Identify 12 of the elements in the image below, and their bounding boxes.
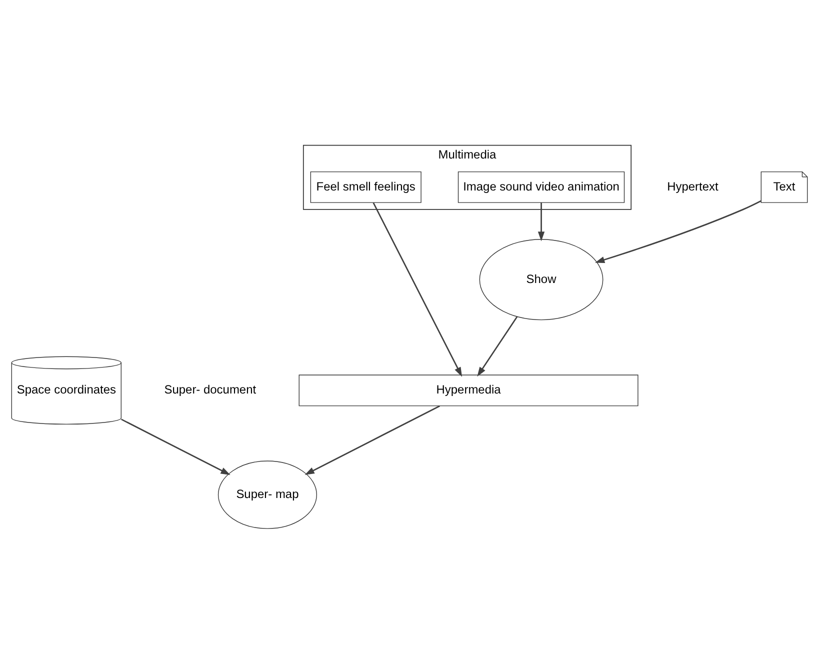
label: Hypertext (667, 178, 718, 193)
arrow (304, 404, 440, 474)
arrow (538, 202, 545, 241)
arrow (477, 316, 518, 376)
node-box: Hypermedia (298, 374, 638, 406)
label: Super- document (164, 382, 256, 396)
node-box: Feel smell feelings (310, 170, 422, 202)
arrow (594, 200, 762, 263)
node-box: Image sound video animation (458, 170, 625, 202)
node-ellipse: Show (479, 238, 604, 320)
arrow (121, 418, 230, 474)
arrow (372, 202, 462, 376)
